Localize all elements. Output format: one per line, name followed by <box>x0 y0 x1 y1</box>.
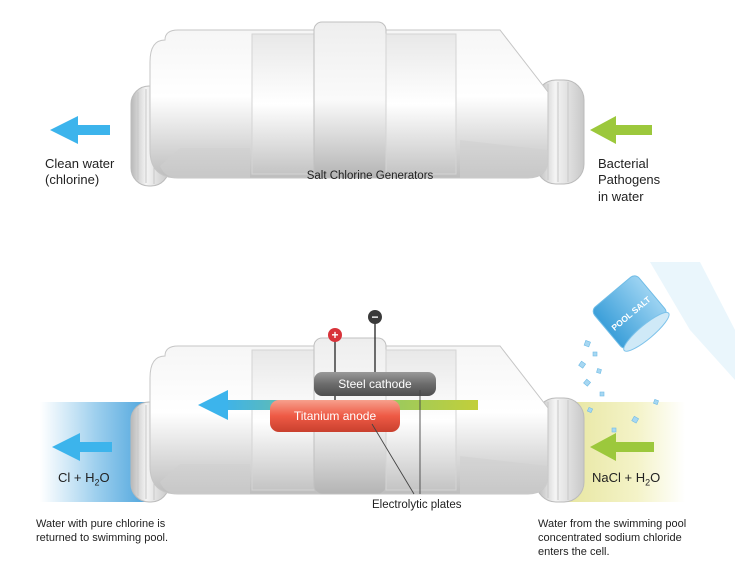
right-formula-main: NaCl + H <box>592 470 646 485</box>
right-note-line-3: enters the cell. <box>538 545 610 558</box>
right-note-line-2: concentrated sodium chloride <box>538 531 682 544</box>
right-formula: NaCl + H2O <box>592 470 660 489</box>
top-title: Salt Chlorine Generators <box>306 170 434 182</box>
right-formula-end: O <box>650 470 661 485</box>
top-left-label: Clean water (chlorine) <box>45 156 114 189</box>
minus-symbol: − <box>371 310 379 324</box>
steel-cathode-plate <box>314 372 436 396</box>
steel-cathode-label: Steel cathode <box>338 377 412 391</box>
top-right-label-line-3: in water <box>598 188 644 204</box>
left-formula-main: Cl + H <box>58 470 95 485</box>
left-note-line-1: Water with pure chlorine is <box>36 518 166 530</box>
top-left-label-line-2: (chlorine) <box>45 172 100 188</box>
minus-terminal-icon <box>368 310 382 324</box>
plus-terminal-icon <box>328 328 342 342</box>
top-center-band <box>313 21 387 179</box>
plus-symbol: + <box>331 328 339 342</box>
plates-leader-line-1 <box>371 423 415 495</box>
top-right-label: Bacterial Pathogens in water <box>598 156 660 205</box>
top-right-label-line-1: Bacterial <box>598 156 649 171</box>
titanium-anode-plate <box>270 400 400 432</box>
left-formula-sub: 2 <box>94 477 100 488</box>
left-formula: Cl + H2O <box>58 470 110 489</box>
right-note-line-1: Water from the swimming pool <box>538 518 687 530</box>
right-note: Water from the swimming pool concentrate… <box>538 518 686 559</box>
salt-crystals <box>578 340 659 433</box>
top-left-label-line-1: Clean water <box>45 156 115 171</box>
right-formula-sub: 2 <box>645 477 651 488</box>
top-inflow-arrow <box>590 116 652 144</box>
electrolytic-plates-label: Electrolytic plates <box>372 499 462 511</box>
top-right-label-line-2: Pathogens <box>598 172 661 188</box>
top-generator <box>130 21 585 187</box>
top-outflow-arrow <box>50 116 110 144</box>
pool-salt-bucket: POOL SALT <box>592 275 670 352</box>
left-note: Water with pure chlorine is returned to … <box>36 518 168 546</box>
titanium-anode-label: Titanium anode <box>293 409 377 423</box>
left-formula-end: O <box>99 470 110 485</box>
bottom-inflow-arrow <box>590 433 654 461</box>
bottom-outflow-arrow <box>52 433 112 461</box>
left-note-line-2: returned to swimming pool. <box>36 531 169 544</box>
